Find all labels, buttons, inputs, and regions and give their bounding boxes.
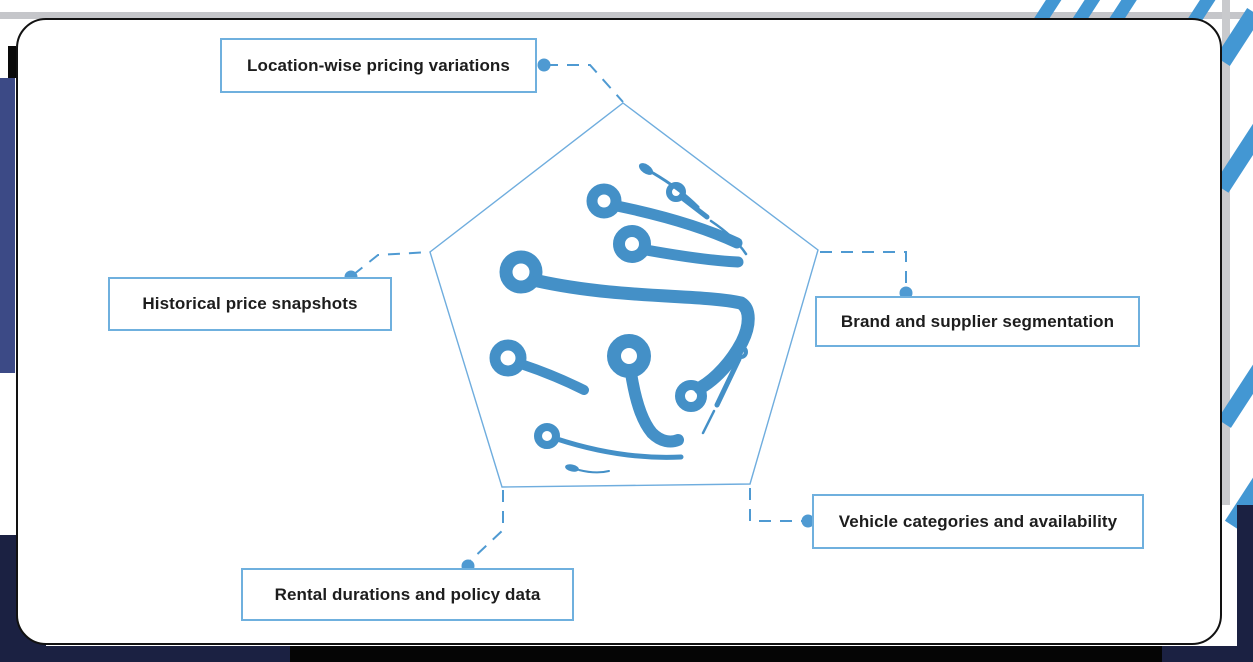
- node-box-rental-durations: Rental durations and policy data: [241, 568, 574, 621]
- node-box-historical-prices: Historical price snapshots: [108, 277, 392, 331]
- node-label: Vehicle categories and availability: [838, 511, 1118, 531]
- top-gray-band: [0, 12, 1253, 19]
- node-label: Brand and supplier segmentation: [840, 311, 1115, 331]
- node-label: Rental durations and policy data: [274, 584, 541, 604]
- node-box-location-pricing: Location-wise pricing variations: [220, 38, 537, 93]
- bottom-right-navy-band: [1162, 646, 1253, 662]
- node-label: Location-wise pricing variations: [247, 55, 510, 75]
- node-box-vehicle-categories: Vehicle categories and availability: [812, 494, 1144, 549]
- left-indigo-strip: [0, 78, 15, 373]
- bottom-navy-band: [0, 646, 290, 662]
- node-box-brand-supplier: Brand and supplier segmentation: [815, 296, 1140, 347]
- right-navy-block: [1237, 505, 1253, 662]
- bottom-black-band: [290, 646, 1162, 662]
- right-gray-band: [1222, 0, 1230, 505]
- left-black-sliver: [8, 46, 16, 78]
- node-label: Historical price snapshots: [142, 294, 358, 313]
